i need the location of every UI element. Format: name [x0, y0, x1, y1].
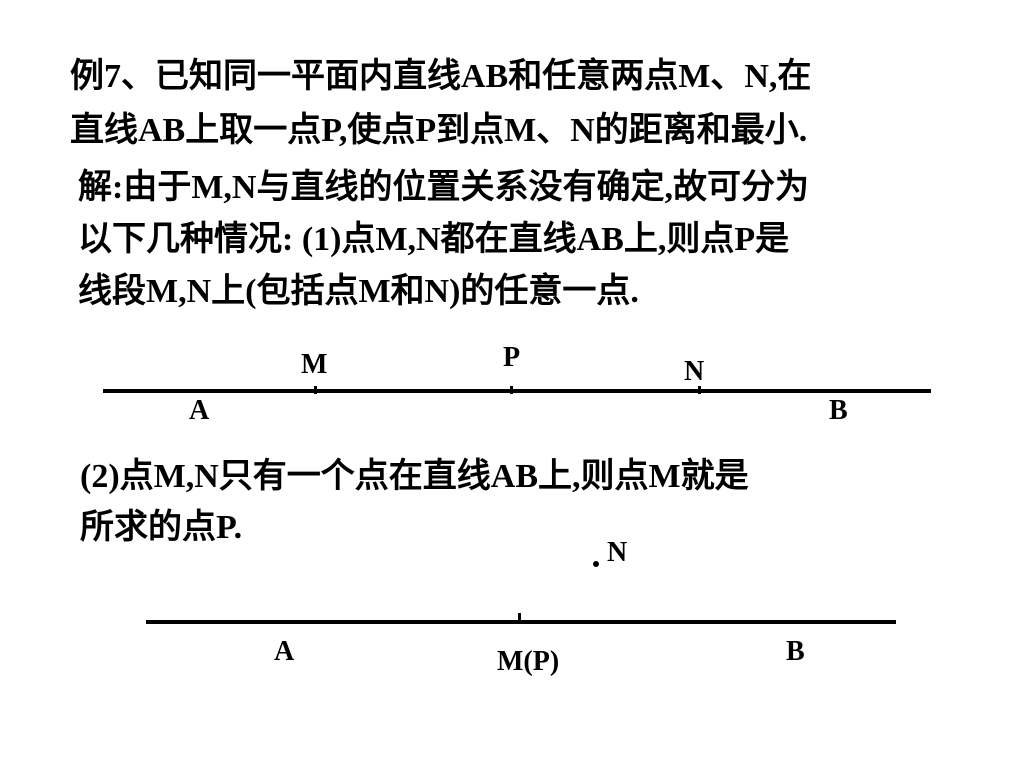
- label-a-2: A: [274, 636, 295, 667]
- label-b-2: B: [786, 636, 805, 667]
- point-m-mark-2: [518, 613, 521, 621]
- point-n-mark: [698, 386, 701, 394]
- solution-line-2: 以下几种情况: (1)点M,N都在直线AB上,则点P是: [78, 221, 790, 258]
- label-b: B: [829, 395, 848, 426]
- problem-line-1: 例7、已知同一平面内直线AB和任意两点M、N,在: [70, 58, 812, 95]
- line-ab-2: [146, 620, 896, 624]
- label-m-p: M(P): [497, 646, 560, 677]
- label-n: N: [684, 356, 705, 387]
- label-n-2: N: [607, 537, 628, 568]
- solution-line-3: 线段M,N上(包括点M和N)的任意一点.: [78, 273, 639, 310]
- point-m-mark: [314, 386, 317, 394]
- label-p: P: [503, 342, 521, 373]
- case2-line-2: 所求的点P.: [80, 509, 243, 546]
- label-m: M: [301, 349, 328, 380]
- problem-line-2: 直线AB上取一点P,使点P到点M、N的距离和最小.: [70, 112, 808, 149]
- point-p-mark: [510, 386, 513, 394]
- line-ab-1: [103, 389, 931, 393]
- solution-line-1: 解:由于M,N与直线的位置关系没有确定,故可分为: [78, 169, 809, 206]
- case2-line-1: (2)点M,N只有一个点在直线AB上,则点M就是: [80, 458, 749, 495]
- point-n-dot: [593, 561, 599, 567]
- label-a: A: [189, 395, 210, 426]
